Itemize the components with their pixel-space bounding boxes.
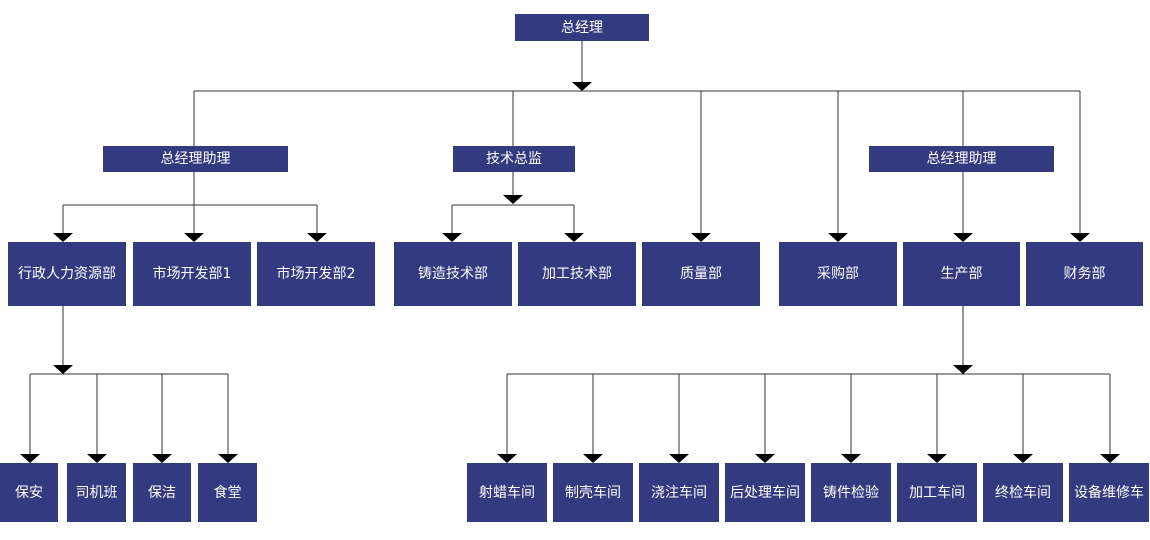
arrow-casting-inspection: [841, 454, 861, 463]
node-wax-workshop: 射蜡车间: [467, 463, 547, 522]
node-general-manager: 总经理: [515, 14, 649, 41]
arrow-final-inspection: [1013, 454, 1033, 463]
node-machining-workshop: 加工车间: [897, 463, 977, 522]
node-cleaning: 保洁: [133, 463, 191, 522]
arrow-shell: [583, 454, 603, 463]
node-casting-inspection: 铸件检验: [811, 463, 891, 522]
arrow-machining: [927, 454, 947, 463]
arrow-admin-hr: [53, 233, 73, 242]
arrow-drivers: [87, 454, 107, 463]
arrow-tech-bus: [503, 195, 523, 204]
node-casting-tech: 铸造技术部: [394, 242, 512, 306]
node-technical-director: 技术总监: [453, 146, 575, 172]
node-production: 生产部: [903, 242, 1020, 306]
arrow-wax: [497, 454, 517, 463]
arrow-maintenance: [1100, 454, 1120, 463]
node-market-dev-1: 市场开发部1: [133, 242, 251, 306]
arrow-purchasing: [828, 233, 848, 242]
node-gm-assistant-left: 总经理助理: [103, 146, 288, 172]
node-security: 保安: [0, 463, 58, 522]
node-pouring-workshop: 浇注车间: [639, 463, 719, 522]
node-maintenance-workshop: 设备维修车: [1069, 463, 1149, 522]
arrow-production-bus: [953, 365, 973, 374]
arrow-admin-bus: [53, 365, 73, 374]
node-admin-hr: 行政人力资源部: [8, 242, 126, 306]
arrow-cleaning: [152, 454, 172, 463]
node-drivers: 司机班: [67, 463, 126, 522]
node-purchasing: 采购部: [779, 242, 897, 306]
arrow-casting-tech: [442, 233, 462, 242]
node-machining-tech: 加工技术部: [518, 242, 636, 306]
node-final-inspection: 终检车间: [983, 463, 1063, 522]
arrow-machining-tech: [564, 233, 584, 242]
arrow-gm-bus: [572, 82, 592, 91]
node-gm-assistant-right: 总经理助理: [869, 146, 1054, 172]
node-post-processing-workshop: 后处理车间: [725, 463, 805, 522]
node-quality: 质量部: [642, 242, 760, 306]
arrow-production: [953, 233, 973, 242]
arrow-canteen: [218, 454, 238, 463]
arrow-market1: [184, 233, 204, 242]
arrow-finance: [1070, 233, 1090, 242]
arrow-market2: [307, 233, 327, 242]
arrow-pouring: [669, 454, 689, 463]
node-shell-workshop: 制壳车间: [553, 463, 633, 522]
arrow-quality: [691, 233, 711, 242]
node-canteen: 食堂: [198, 463, 257, 522]
node-finance: 财务部: [1026, 242, 1143, 306]
node-market-dev-2: 市场开发部2: [257, 242, 375, 306]
arrow-security: [20, 454, 40, 463]
arrow-post: [755, 454, 775, 463]
